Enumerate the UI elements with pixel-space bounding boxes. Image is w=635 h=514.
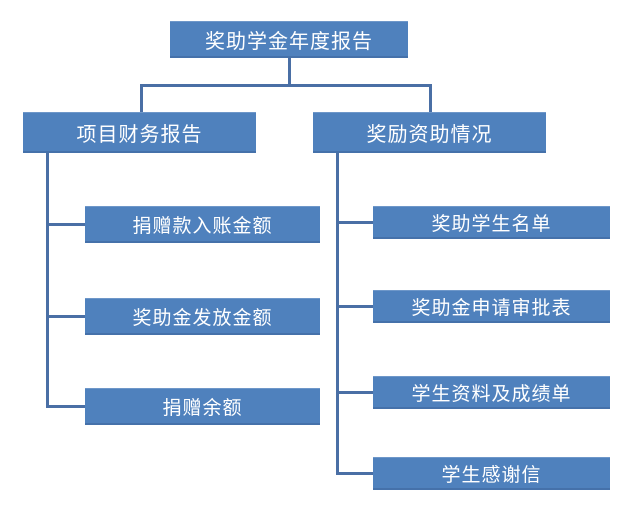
node-grant-application-approval-form: 奖助金申请审批表 — [373, 290, 610, 323]
node-donation-balance: 捐赠余额 — [85, 388, 320, 425]
connector-root-stem — [288, 58, 291, 86]
connector-level2-horizontal — [140, 84, 432, 87]
connector-drop-left-branch — [140, 84, 143, 112]
node-label: 捐赠余额 — [162, 397, 243, 419]
connector-left-stub-3 — [46, 405, 85, 408]
connector-drop-right-branch — [429, 84, 432, 112]
node-branch-financial-report: 项目财务报告 — [23, 112, 256, 153]
node-label: 奖助学金年度报告 — [205, 29, 373, 53]
node-label: 捐赠款入账金额 — [132, 215, 273, 237]
connector-left-stub-1 — [46, 223, 85, 226]
node-label: 学生感谢信 — [441, 464, 542, 486]
node-label: 项目财务报告 — [76, 122, 203, 146]
connector-right-branch-rail — [336, 153, 339, 475]
node-label: 奖助金发放金额 — [132, 307, 273, 329]
connector-left-branch-rail — [46, 153, 49, 408]
node-label: 学生资料及成绩单 — [411, 383, 572, 405]
node-label: 奖助金申请审批表 — [411, 297, 572, 319]
node-label: 奖助学生名单 — [431, 213, 552, 235]
connector-left-stub-2 — [46, 315, 85, 318]
node-annual-report-root: 奖助学金年度报告 — [170, 21, 408, 58]
node-grant-disbursed-amount: 奖助金发放金额 — [85, 298, 320, 335]
connector-right-stub-3 — [336, 391, 373, 394]
connector-right-stub-4 — [336, 472, 373, 475]
node-donation-received-amount: 捐赠款入账金额 — [85, 206, 320, 243]
node-label: 奖励资助情况 — [366, 122, 493, 146]
node-branch-award-funding: 奖励资助情况 — [313, 112, 546, 153]
connector-right-stub-1 — [336, 221, 373, 224]
node-student-thank-you-letter: 学生感谢信 — [373, 457, 610, 490]
node-awarded-student-list: 奖助学生名单 — [373, 206, 610, 239]
node-student-profile-transcript: 学生资料及成绩单 — [373, 376, 610, 409]
connector-right-stub-2 — [336, 305, 373, 308]
